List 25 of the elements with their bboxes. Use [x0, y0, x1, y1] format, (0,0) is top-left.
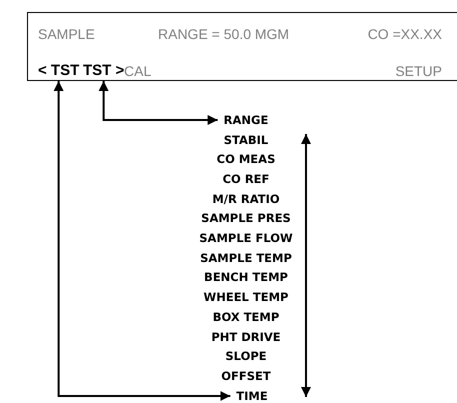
menu-item: PHT DRIVE	[211, 330, 281, 344]
menu-item: OFFSET	[221, 368, 271, 383]
menu-key: < TST	[38, 63, 80, 79]
range-text: RANGE = 50.0 MGM	[158, 26, 290, 42]
menu-item: M/R RATIO	[212, 192, 280, 206]
menu-key: TST >	[83, 63, 124, 79]
menu-item: RANGE	[224, 113, 268, 127]
menu-item: WHEEL TEMP	[204, 290, 288, 304]
status-text: SAMPLE	[38, 26, 95, 42]
menu-item: SAMPLE PRES	[201, 211, 291, 226]
menu-item: SLOPE	[225, 349, 267, 364]
menu-key-text: SETUP	[395, 63, 442, 79]
reading-text: CO =XX.XX	[368, 26, 442, 42]
arrow	[98, 81, 218, 125]
menu-key-text: CAL	[124, 63, 152, 79]
arrow	[54, 81, 230, 401]
menu-item: TIME	[236, 389, 268, 403]
menu-item: BENCH TEMP	[204, 270, 288, 284]
menu-item: SAMPLE TEMP	[200, 250, 292, 265]
menu-item: CO MEAS	[216, 152, 276, 166]
menu-item: CO REF	[222, 172, 270, 186]
menu-item: STABIL	[224, 132, 268, 146]
menu-item: BOX TEMP	[212, 310, 280, 324]
display-panel	[27, 12, 457, 81]
menu-item: SAMPLE FLOW	[199, 231, 293, 245]
